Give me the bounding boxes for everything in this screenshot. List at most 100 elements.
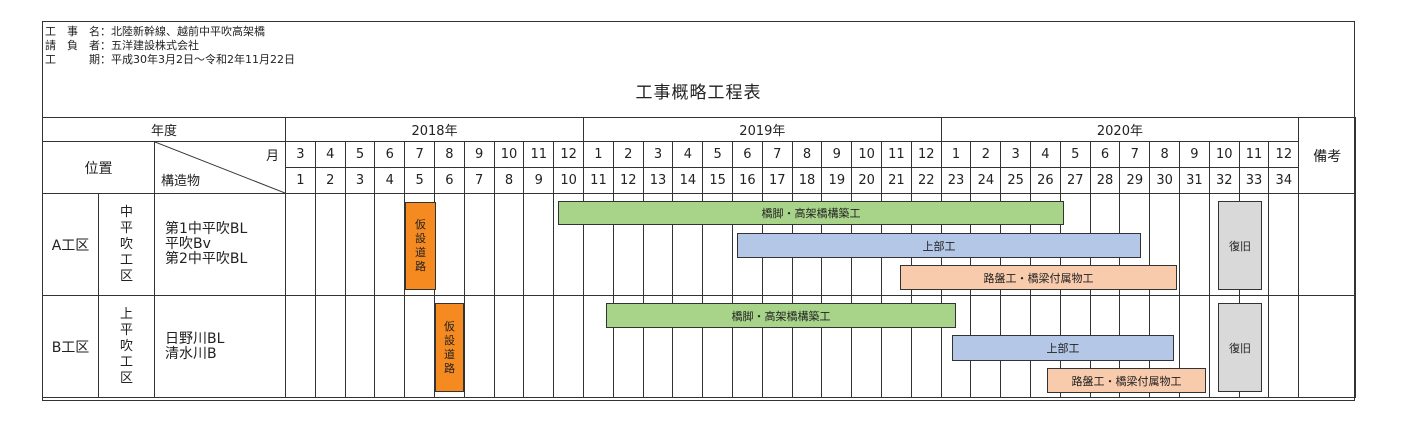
schedule-cell xyxy=(314,295,346,398)
month-cell: 4 xyxy=(1030,141,1061,168)
schedule-cell xyxy=(1089,295,1121,398)
sequence-cell: 1 xyxy=(285,167,316,194)
sequence-cell: 31 xyxy=(1179,167,1210,194)
schedule-cell xyxy=(1000,193,1032,296)
schedule-cell xyxy=(583,193,614,296)
schedule-cell xyxy=(851,295,883,398)
month-cell: 12 xyxy=(553,141,585,168)
month-cell: 7 xyxy=(761,141,793,168)
schedule-cell xyxy=(285,295,316,398)
month-cell: 4 xyxy=(672,141,704,168)
sequence-cell: 2 xyxy=(314,167,346,194)
sequence-cell: 11 xyxy=(583,167,614,194)
sequence-cell: 25 xyxy=(1000,167,1032,194)
schedule-cell xyxy=(970,193,1002,296)
zone-sub-name: 上平吹工区 xyxy=(98,295,155,398)
construction-period: 工 期：平成30年3月2日～令和2年11月22日 xyxy=(45,53,295,66)
schedule-cell xyxy=(940,295,972,398)
sequence-cell: 9 xyxy=(523,167,555,194)
year-2020: 2020年 xyxy=(940,117,1300,142)
sequence-cell: 28 xyxy=(1089,167,1121,194)
month-cell: 7 xyxy=(404,141,435,168)
schedule-cell xyxy=(970,295,1002,398)
schedule-cell xyxy=(523,295,555,398)
zone-sub-name: 中平吹工区 xyxy=(98,193,155,296)
schedule-cell xyxy=(702,295,734,398)
schedule-cell xyxy=(344,295,376,398)
schedule-cell xyxy=(1179,295,1210,398)
schedule-cell xyxy=(732,193,763,296)
month-cell: 5 xyxy=(1059,141,1091,168)
sequence-cell: 23 xyxy=(940,167,972,194)
month-cell: 1 xyxy=(940,141,972,168)
schedule-cell xyxy=(463,193,495,296)
month-cell: 9 xyxy=(821,141,853,168)
project-name: 工 事 名：北陸新幹線、越前中平吹高架橋 xyxy=(45,25,265,38)
schedule-cell xyxy=(523,193,555,296)
sequence-cell: 30 xyxy=(1149,167,1181,194)
schedule-cell xyxy=(1119,295,1151,398)
schedule-cell xyxy=(1119,193,1151,296)
month-cell: 9 xyxy=(1179,141,1210,168)
schedule-cell xyxy=(1149,295,1181,398)
schedule-cell xyxy=(1238,295,1270,398)
schedule-cell xyxy=(1149,193,1181,296)
schedule-cell xyxy=(1268,193,1300,296)
schedule-cell xyxy=(642,295,674,398)
month-cell: 3 xyxy=(642,141,674,168)
schedule-cell xyxy=(583,295,614,398)
schedule-cell xyxy=(1238,193,1270,296)
month-cell: 10 xyxy=(851,141,883,168)
sequence-cell: 13 xyxy=(642,167,674,194)
structure-diag-header: 月 構造物 xyxy=(153,141,287,194)
sequence-cell: 33 xyxy=(1238,167,1270,194)
schedule-cell xyxy=(1059,295,1091,398)
sequence-cell: 24 xyxy=(970,167,1002,194)
schedule-cell xyxy=(374,193,406,296)
contractor: 請 負 者：五洋建設株式会社 xyxy=(45,39,199,52)
month-cell: 7 xyxy=(1119,141,1151,168)
schedule-cell xyxy=(940,193,972,296)
month-cell: 8 xyxy=(791,141,823,168)
schedule-cell xyxy=(910,193,942,296)
schedule-cell xyxy=(1268,295,1300,398)
schedule-cell xyxy=(344,193,376,296)
year-2018: 2018年 xyxy=(285,117,585,142)
schedule-cell xyxy=(493,193,525,296)
month-cell: 2 xyxy=(612,141,644,168)
month-cell: 3 xyxy=(1000,141,1032,168)
sequence-cell: 20 xyxy=(851,167,883,194)
month-cell: 5 xyxy=(702,141,734,168)
sequence-cell: 32 xyxy=(1208,167,1240,194)
month-cell: 12 xyxy=(1268,141,1300,168)
sequence-cell: 17 xyxy=(761,167,793,194)
month-cell: 4 xyxy=(314,141,346,168)
schedule-cell xyxy=(553,193,585,296)
schedule-cell xyxy=(1089,193,1121,296)
month-cell: 6 xyxy=(374,141,406,168)
sequence-cell: 15 xyxy=(702,167,734,194)
schedule-cell xyxy=(910,295,942,398)
schedule-cell xyxy=(791,193,823,296)
sequence-cell: 3 xyxy=(344,167,376,194)
schedule-cell xyxy=(404,295,435,398)
schedule-cell xyxy=(1179,193,1210,296)
schedule-cell xyxy=(732,295,763,398)
month-cell: 2 xyxy=(970,141,1002,168)
schedule-cell xyxy=(374,295,406,398)
zone-name: B工区 xyxy=(42,295,99,398)
schedule-cell xyxy=(314,193,346,296)
schedule-cell xyxy=(463,295,495,398)
sequence-cell: 34 xyxy=(1268,167,1300,194)
sequence-cell: 16 xyxy=(732,167,763,194)
schedule-cell xyxy=(553,295,585,398)
sequence-cell: 22 xyxy=(910,167,942,194)
remarks-header: 備考 xyxy=(1298,117,1357,194)
page-title: 工事概略工程表 xyxy=(635,83,762,103)
schedule-cell xyxy=(404,193,435,296)
